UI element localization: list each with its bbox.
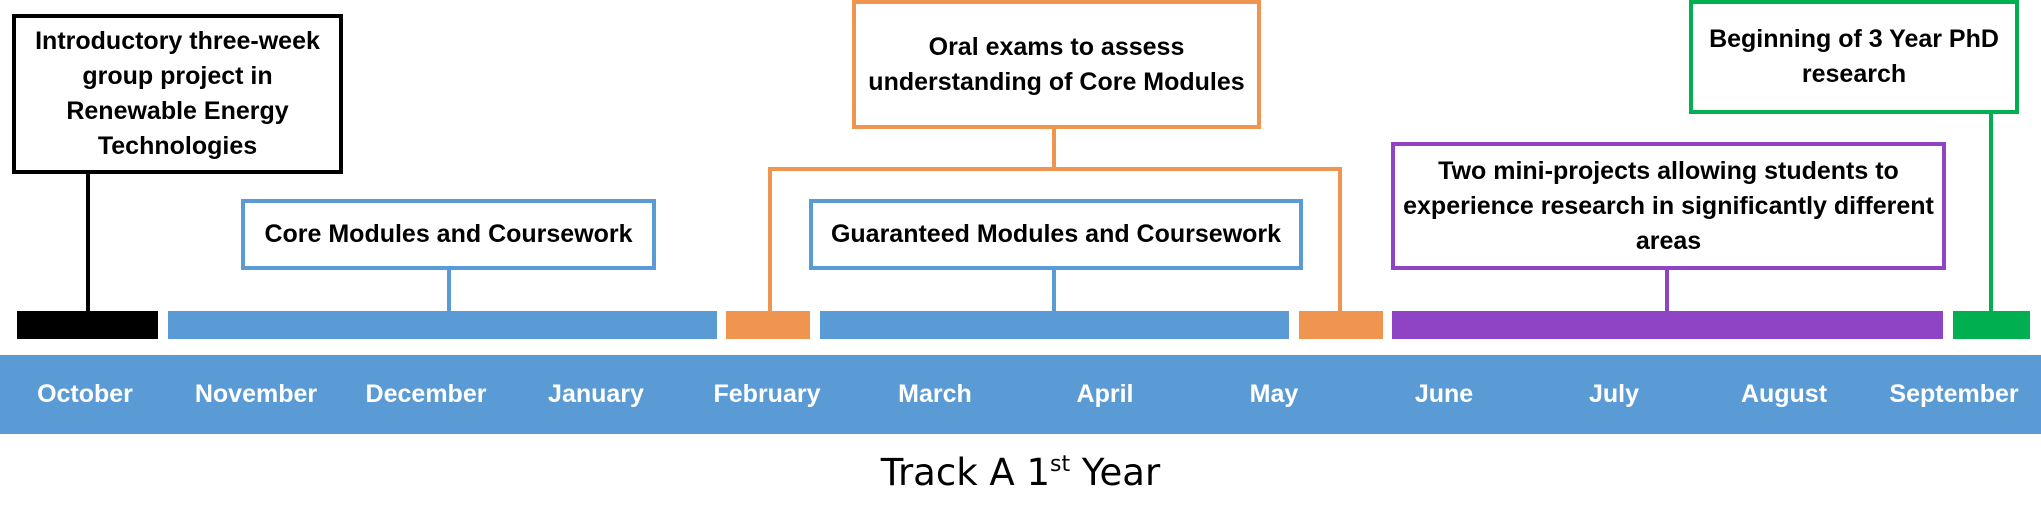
oral-exams-bracket [768, 167, 1342, 171]
core-modules-bar [168, 311, 717, 339]
title-prefix: Track A 1 [880, 451, 1050, 494]
month-label-april: April [1076, 380, 1134, 408]
guaranteed-modules-text: Guaranteed Modules and Coursework [830, 220, 1282, 248]
mini-projects-box: Two mini-projects allowing students to e… [1391, 142, 1946, 270]
month-label-july: July [1588, 380, 1640, 408]
core-modules-text: Core Modules and Coursework [264, 220, 633, 248]
mini-projects-text: Two mini-projects allowing students to e… [1403, 156, 1934, 255]
oral-exams-text: Oral exams to assess understanding of Co… [868, 32, 1245, 96]
oral-exams-right-leg [1338, 167, 1342, 311]
month-label-june: June [1414, 380, 1474, 408]
core-modules-connector [447, 270, 451, 311]
oral-exams-left-leg [768, 167, 772, 311]
guaranteed-modules-connector [1052, 270, 1056, 311]
month-label-may: May [1249, 380, 1299, 408]
phd-bar [1953, 311, 2030, 339]
oral-exams-bar-may [1299, 311, 1383, 339]
core-modules-box: Core Modules and Coursework [241, 199, 656, 270]
oral-exams-stem [1052, 129, 1056, 169]
intro-connector [86, 174, 90, 311]
oral-exams-bar-february [726, 311, 810, 339]
guaranteed-modules-box: Guaranteed Modules and Coursework [809, 199, 1303, 270]
month-label-february: February [713, 380, 821, 408]
phd-connector [1989, 114, 1993, 311]
month-label-september: September [1889, 380, 2019, 408]
mini-projects-connector [1665, 270, 1669, 311]
oral-exams-box: Oral exams to assess understanding of Co… [852, 0, 1261, 129]
month-band [0, 355, 2041, 434]
title-suffix: Year [1070, 451, 1161, 494]
guaranteed-modules-bar [820, 311, 1289, 339]
intro-bar [17, 311, 158, 339]
month-label-december: December [365, 380, 487, 408]
intro-project-box: Introductory three-week group project in… [12, 14, 343, 174]
phd-box: Beginning of 3 Year PhD research [1689, 0, 2019, 114]
intro-project-text: Introductory three-week group project in… [35, 27, 320, 160]
month-label-march: March [898, 380, 972, 408]
mini-projects-bar [1392, 311, 1943, 339]
month-label-august: August [1740, 380, 1828, 408]
phd-text: Beginning of 3 Year PhD research [1709, 25, 1999, 88]
month-label-january: January [548, 380, 644, 408]
diagram-title: Track A 1st Year [0, 451, 2041, 494]
month-label-november: November [194, 380, 318, 408]
title-superscript: st [1050, 452, 1071, 477]
month-label-october: October [37, 380, 133, 408]
